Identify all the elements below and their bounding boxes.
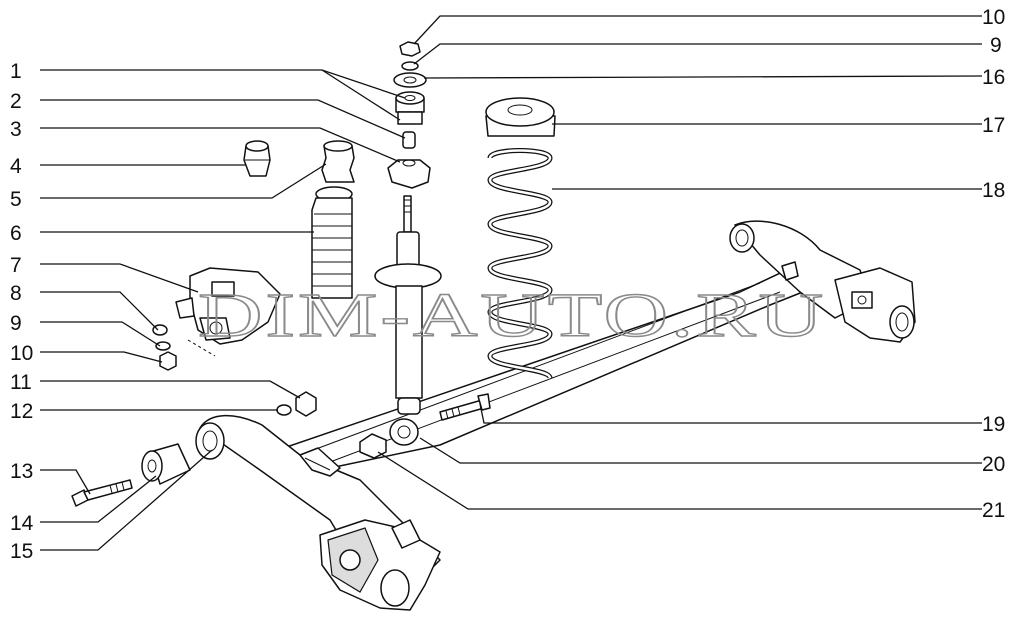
callout-1: 1 [10,60,22,83]
callout-14: 14 [10,512,34,535]
fasteners [71,324,491,507]
callout-9-right: 9 [990,34,1002,57]
callout-15: 15 [10,540,33,563]
callout-18: 18 [982,179,1005,202]
callout-6: 6 [10,222,22,245]
callout-12: 12 [10,400,33,423]
callout-10-right: 10 [982,6,1005,29]
callout-8: 8 [10,282,22,305]
leader-lines [40,15,983,551]
callout-7: 7 [10,254,22,277]
callout-17: 17 [982,114,1005,137]
callout-5: 5 [10,188,22,211]
bump-stops-and-boot [243,140,355,299]
left-bracket [175,267,281,357]
rear-axle-beam [195,220,916,611]
callout-9-left: 9 [10,312,22,335]
callout-numbers: 1 2 3 4 5 6 7 8 9 10 11 12 13 14 15 10 9… [10,6,1005,563]
callout-10-left: 10 [10,342,33,365]
callout-21: 21 [982,499,1005,522]
callout-4: 4 [10,155,22,178]
shock-absorber [374,195,442,446]
callout-16: 16 [982,66,1005,89]
callout-3: 3 [10,118,22,141]
callout-20: 20 [982,453,1005,476]
callout-2: 2 [10,90,22,113]
callout-19: 19 [982,413,1005,436]
callout-11: 11 [10,371,32,394]
watermark: DIM-AUTO.RU [198,282,826,350]
top-mount-parts [387,41,431,189]
coil-spring [485,97,556,380]
callout-13: 13 [10,460,33,483]
